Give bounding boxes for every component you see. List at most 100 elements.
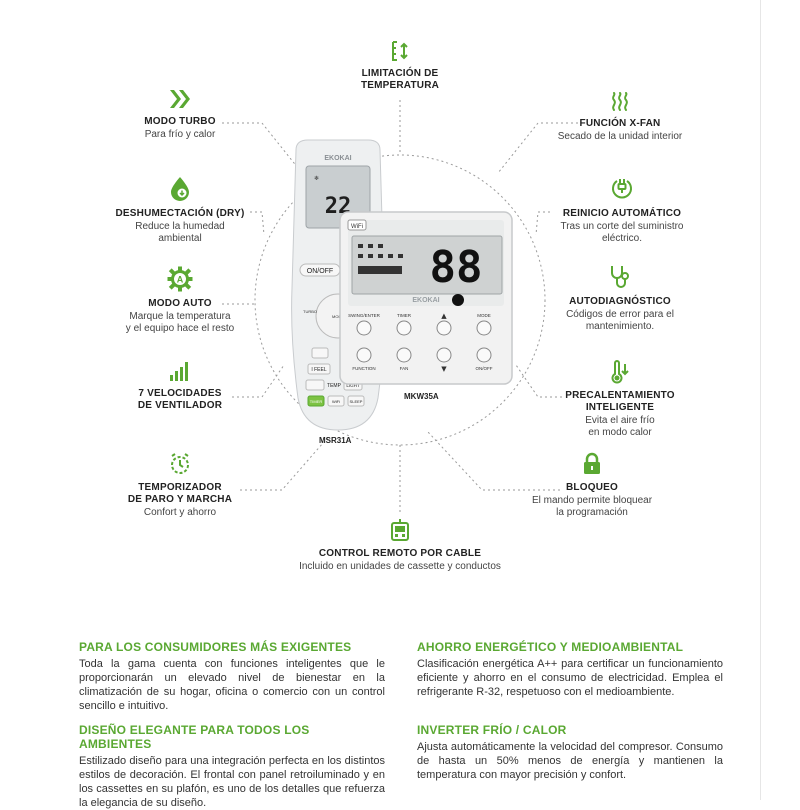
feature-title: PRECALENTAMIENTO INTELIGENTE [565,390,675,413]
remote-onoff-label: ON/OFF [307,268,333,275]
xfan-waves-icon [612,92,628,111]
handheld-model-label: MSR31A [319,436,352,445]
section-title: PARA LOS CONSUMIDORES MÁS EXIGENTES [79,640,352,654]
remote-ifeel-button[interactable] [307,363,331,375]
connector-diagram [222,100,578,512]
wired-lcd [351,235,503,295]
temperature-limit-icon [392,41,408,61]
feature-title: FUNCIÓN X-FAN [579,118,661,129]
turbo-chevrons-icon [170,90,190,108]
feature-xfan: FUNCIÓN X-FAN Secado de la unidad interi… [520,92,720,143]
swing-enter-button[interactable] [356,320,372,336]
connector-velocidades [232,364,285,398]
section-text: Clasificación energética A++ para certif… [417,658,723,698]
feature-description: Para frío y calor [144,129,216,140]
feature-turbo: MODO TURBO Para frío y calor [80,88,280,141]
wired-model-label: MKW35A [404,392,439,401]
connector-turbo [222,122,303,174]
feature-title: MODO AUTO [148,298,212,309]
up-button[interactable] [436,320,452,336]
feature-title: DESHUMECTACIÓN (DRY) [115,208,245,219]
thermometer-icon [611,360,629,384]
feature-auto: A MODO AUTO Marque la temperatura y el e… [80,266,280,335]
remote-wifi-button[interactable] [327,395,345,407]
feature-title: LIMITACIÓN DE TEMPERATURA [360,68,440,91]
fan-button[interactable] [396,347,412,363]
wired-onoff-label: ON/OFF [476,366,493,371]
timer-button[interactable] [396,320,412,336]
section-title: AHORRO ENERGÉTICO Y MEDIOAMBIENTAL [417,640,684,654]
connector-bloqueo [427,431,560,491]
wired-display-value: 88 [430,242,483,293]
wired-fan-label: FAN [400,366,409,371]
feature-title: 7 VELOCIDADES DE VENTILADOR [137,388,223,411]
feature-velocidades: 7 VELOCIDADES DE VENTILADOR [80,360,280,412]
remote-timer-button[interactable] [307,395,325,407]
section-text: Estilizado diseño para una integración p… [79,755,385,809]
section-text: Ajusta automáticamente la velocidad del … [417,741,723,781]
remote-light-label: LIGHT [346,383,360,388]
feature-dry: DESHUMECTACIÓN (DRY) Reduce la humedad a… [80,176,280,245]
feature-precal: PRECALENTAMIENTO INTELIGENTE Evita el ai… [520,360,720,439]
feature-title: AUTODIAGNÓSTICO [569,296,671,307]
wifi-badge [347,219,367,231]
svg-text:A: A [177,275,184,285]
feature-description: Reduce la humedad ambiental [135,221,225,244]
stethoscope-icon [611,266,629,288]
timer-clock-icon [171,453,189,474]
wired-remote: WiFi 88 EKOKAI SWING/ENTER TIMER ▲ MODE … [339,211,513,385]
feature-limitacion: LIMITACIÓN DE TEMPERATURA [300,40,500,92]
gear-auto-icon: A [167,266,193,292]
wired-mode-label: MODE [477,313,491,318]
feature-description: Incluido en unidades de cassette y condu… [299,561,501,572]
section-title: INVERTER FRÍO / CALOR [417,723,567,737]
remote-turbo-label: TURBO [303,309,317,314]
feature-description: Secado de la unidad interior [557,131,683,142]
wired-sensor [452,294,464,306]
remote-wifi-label: WiFi [332,399,340,404]
remote-temp-button[interactable] [305,379,325,391]
wired-function-label: FUNCTION [352,366,375,371]
remote-small-button[interactable] [311,347,329,359]
feature-autodiag: AUTODIAGNÓSTICO Códigos de error para el… [520,264,720,333]
down-button[interactable] [436,347,452,363]
remote-sleep-button[interactable] [347,395,365,407]
remote-mode-label: MODE [332,314,344,319]
feature-bloqueo: BLOQUEO El mando permite bloquear la pro… [492,452,692,519]
padlock-icon [584,452,600,474]
lcd-icon: ❄ [314,175,319,182]
section-inverter: INVERTER FRÍO / CALOR Ajusta automáticam… [417,723,723,782]
section-title: DISEÑO ELEGANTE PARA TODOS LOS AMBIENTES [79,723,310,751]
function-button[interactable] [356,347,372,363]
section-diseno: DISEÑO ELEGANTE PARA TODOS LOS AMBIENTES… [79,723,385,810]
connector-xfan [497,122,578,174]
connector-dry [250,211,265,236]
feature-description: Evita el aire frío en modo calor [585,415,655,438]
section-text: Toda la gama cuenta con funciones inteli… [79,658,385,712]
feature-cable: CONTROL REMOTO POR CABLE Incluido en uni… [250,518,550,573]
feature-description: El mando permite bloquear la programació… [531,495,653,518]
remote-sleep-label: SLEEP [350,399,363,404]
wired-brand: EKOKAI [412,297,439,304]
feature-description: Marque la temperatura y el equipo hace e… [125,311,235,334]
remote-ifeel-label: I FEEL [311,367,327,373]
remote-temp-label: TEMP [327,383,342,389]
power-plug-icon [612,179,632,199]
feature-title: BLOQUEO [566,482,618,493]
feature-description: Confort y ahorro [143,507,217,518]
water-drop-icon [171,177,189,201]
wired-timer-label: TIMER [397,313,412,318]
up-arrow-icon: ▲ [441,312,447,320]
signal-bars-icon [170,362,188,381]
feature-description: Códigos de error para el mantenimiento. [566,309,674,332]
feature-description: Tras un corte del suministro eléctrico. [560,221,684,244]
onoff-button[interactable] [476,347,492,363]
feature-title: CONTROL REMOTO POR CABLE [318,548,482,559]
mode-button[interactable] [476,320,492,336]
feature-title: REINICIO AUTOMÁTICO [562,208,682,219]
down-arrow-icon: ▼ [441,365,447,373]
connector-reinicio [535,211,550,236]
wired-swing-label: SWING/ENTER [348,313,381,318]
remote-timer-label: TIMER [310,399,323,404]
dotted-circle [254,154,546,446]
